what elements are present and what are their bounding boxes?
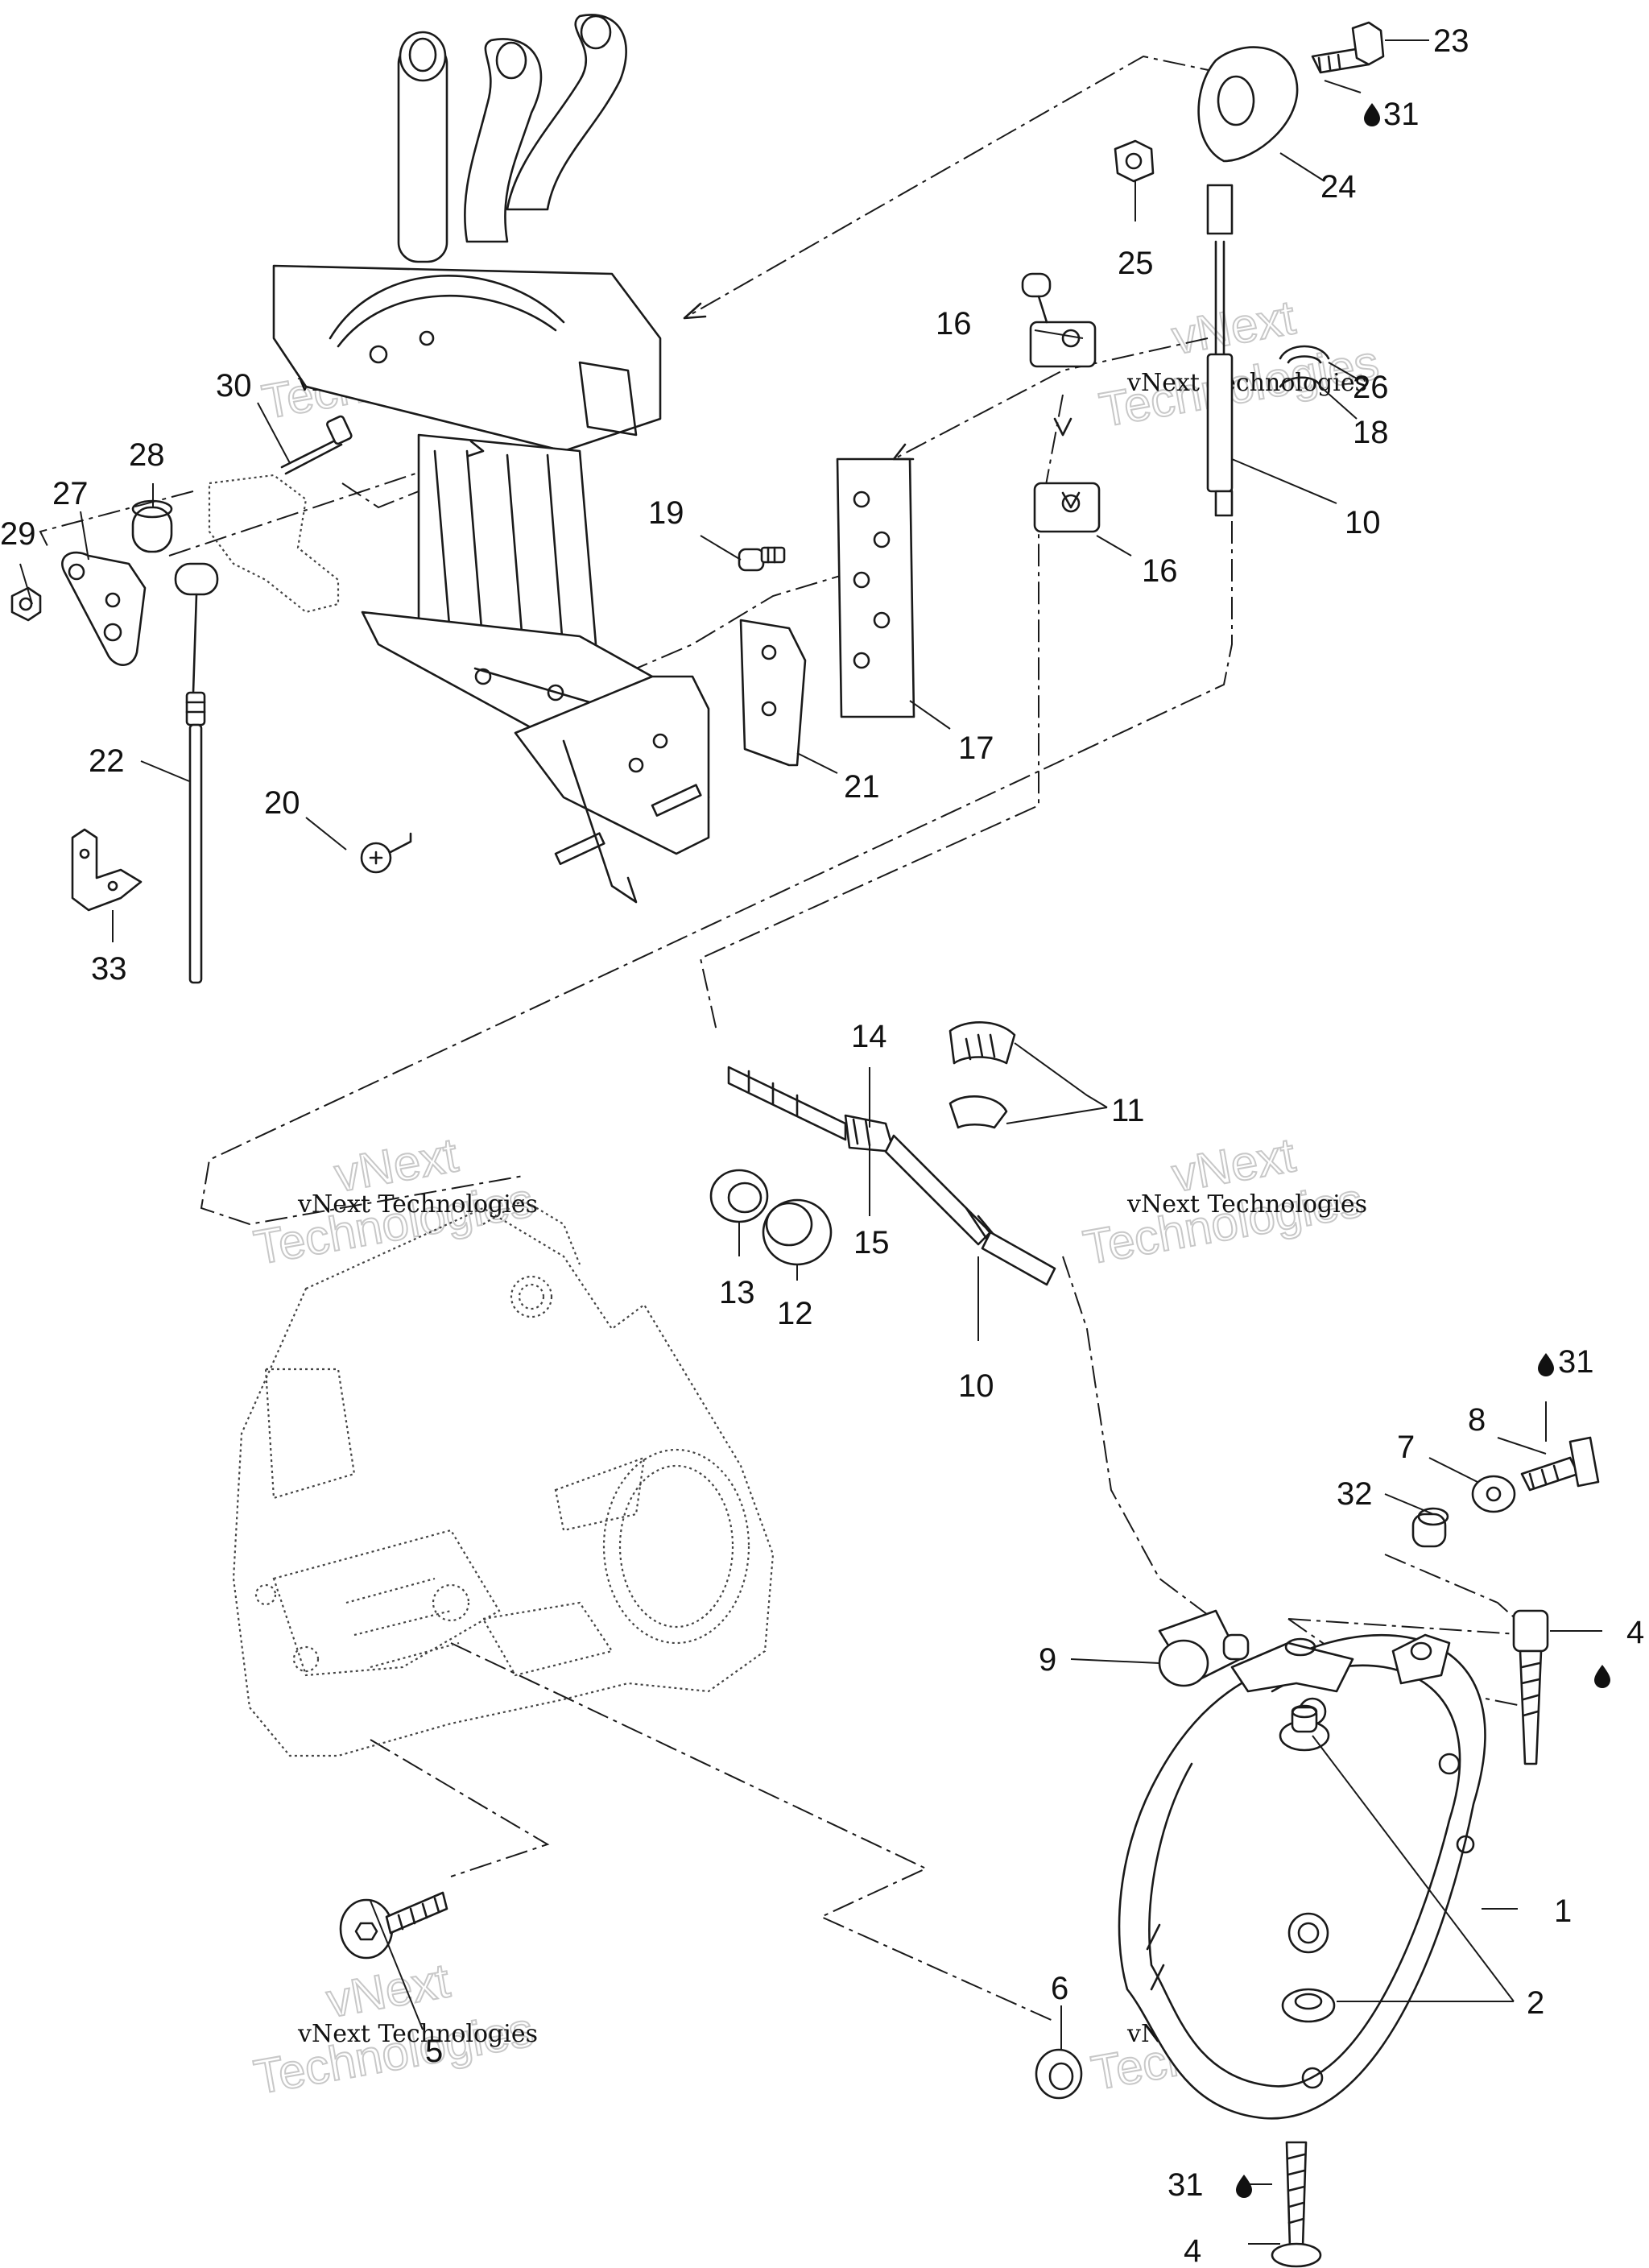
callout-19: 19 [648,495,684,531]
part-26-clip [1279,345,1330,364]
part-16-clamp-lower [1033,482,1101,533]
oil-drop-icons [1236,103,1610,2198]
callout-16a: 16 [936,306,972,341]
part-12-sleeve [762,1198,833,1266]
callout-26: 26 [1353,370,1389,405]
ghost-engine-housing [232,1198,775,1757]
callout-29: 29 [0,516,36,552]
part-2-grommet-upper [1279,1704,1330,1752]
callout-12: 12 [777,1296,813,1331]
callout-25: 25 [1118,246,1154,281]
callout-32: 32 [1337,1476,1373,1512]
callout-22: 22 [89,743,125,779]
callout-16b: 16 [1142,553,1178,589]
part-21-plate [739,619,807,767]
drop-icon-31a [1364,103,1380,126]
callout-8: 8 [1468,1402,1486,1438]
watermark-top-right: vNext Technologies vNext Technologies [1095,289,1384,438]
part-33-bracket [71,828,143,912]
callout-6: 6 [1051,1971,1068,2006]
svg-text:vNext Technologies: vNext Technologies [297,2020,538,2048]
callout-labels: 23 31 24 25 16 26 18 10 16 30 28 27 29 1… [0,23,1644,2268]
part-1-ring-housing [1118,1633,1486,2120]
callout-30: 30 [216,368,252,404]
part-25-nut [1114,139,1155,183]
ghost-plate-upper [208,474,340,614]
callout-31c: 31 [1168,2167,1204,2203]
svg-text:Technologies: Technologies [250,2002,538,2105]
part-23-bolt [1311,21,1385,74]
callout-5: 5 [425,2034,443,2069]
callout-1: 1 [1554,1893,1572,1929]
callout-15: 15 [853,1225,890,1260]
part-4-bolt-right [1512,1609,1549,1765]
part-27-plate [61,551,147,666]
svg-text:vNext Technologies: vNext Technologies [1126,1190,1367,1219]
leader-lines [19,39,1602,2245]
part-19-screw [738,546,786,572]
control-box-assembly [272,14,710,904]
callout-28: 28 [129,437,165,473]
drop-icon-31c [1236,2175,1252,2198]
watermark-bottom-left: vNext Technologies vNext Technologies [250,1952,539,2105]
callout-31a: 31 [1383,97,1420,132]
watermark-mid-right: vNext Technologies vNext Technologies [1079,1127,1368,1276]
callout-31b: 31 [1558,1344,1594,1380]
callout-7: 7 [1397,1430,1415,1465]
callout-17: 17 [958,730,994,766]
callout-23: 23 [1433,23,1469,59]
part-11-bushings [948,1021,1016,1129]
callout-14: 14 [851,1019,887,1054]
callout-13: 13 [719,1275,755,1310]
callout-21: 21 [844,769,880,805]
drop-icon-4a [1594,1665,1610,1688]
callout-4b: 4 [1184,2233,1201,2268]
part-2-grommet-lower [1281,1988,1336,2023]
part-8-screw [1520,1436,1600,1492]
part-30-screw [280,415,353,475]
callout-33: 33 [91,951,127,987]
part-6-grommet [1035,2048,1083,2100]
watermark-mid-left: vNext Technologies vNext Technologies [250,1127,539,1276]
svg-text:vNext Technologies: vNext Technologies [1126,369,1367,397]
callout-27: 27 [52,476,89,511]
part-24-rod-end [1197,46,1299,517]
part-4-bolt-bottom [1271,2141,1322,2268]
callout-4a: 4 [1626,1615,1644,1650]
part-10-cable [727,1066,1056,1286]
callout-10a: 10 [1345,505,1381,540]
part-9-ferrule [1158,1609,1250,1687]
callout-18: 18 [1353,415,1389,450]
part-5-bolt [339,1891,448,1960]
callout-24: 24 [1320,169,1357,205]
part-29-nut [10,586,42,622]
callout-2: 2 [1527,1985,1544,2021]
callout-20: 20 [264,785,300,821]
part-13-seal [709,1169,769,1223]
part-20-screw [360,832,412,874]
part-32-spacer [1411,1507,1449,1548]
assembly-arrows [467,302,1081,509]
part-17-plate [836,457,915,718]
svg-text:vNext: vNext [323,1953,454,2028]
part-18-spring [1279,376,1322,388]
part-7-washer [1471,1475,1516,1513]
drop-icon-31b [1538,1353,1554,1376]
callout-11: 11 [1111,1093,1145,1128]
part-16-clamp-upper [1021,272,1097,368]
part-22-cable-end [174,562,219,984]
callout-10b: 10 [958,1368,994,1404]
callout-9: 9 [1039,1642,1056,1678]
part-28-spacer [131,499,173,553]
